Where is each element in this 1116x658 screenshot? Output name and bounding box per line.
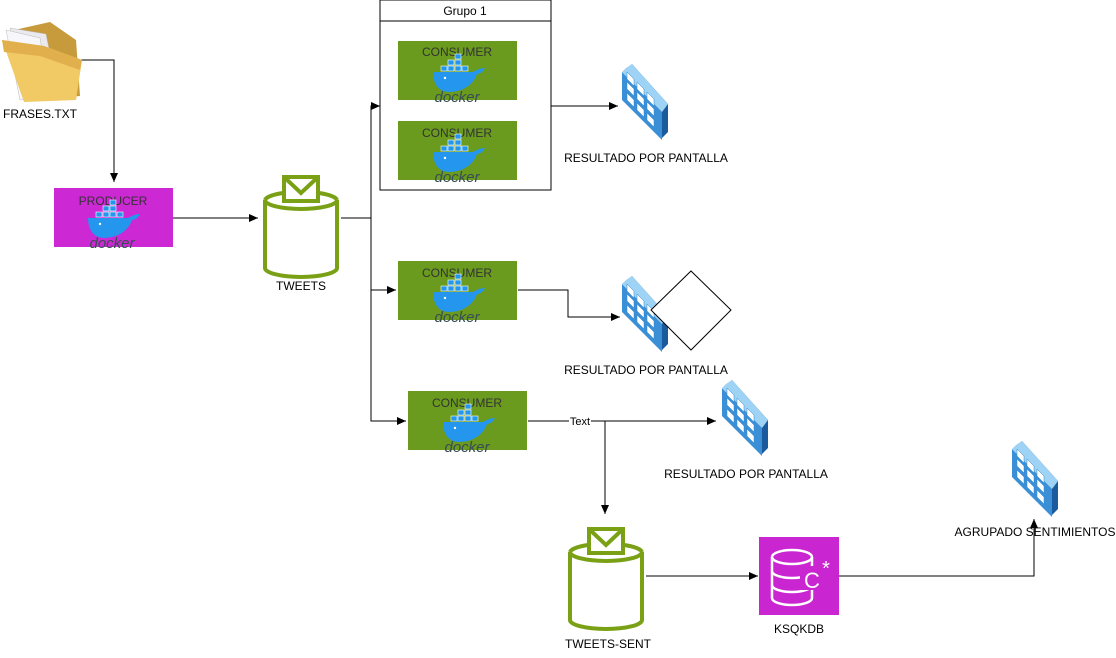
edge-tweets-to-consumer4 [370,290,406,425]
tweets-label: TWEETS [276,279,326,293]
file-node: FRASES.TXT [2,22,82,121]
ksqldb-node: C * KSQKDB [759,537,839,636]
display-icon [1012,441,1058,517]
edge-label-text: Text [570,416,590,428]
ksql-c-glyph: C [804,568,820,593]
result-label-3: RESULTADO POR PANTALLA [664,467,828,481]
consumer-label: CONSUMER [422,126,492,140]
display-icon [722,380,768,456]
folder-icon [2,22,82,102]
kafka-topic-icon [568,527,644,631]
result-label-1: RESULTADO POR PANTALLA [564,151,728,165]
result-label-2: RESULTADO POR PANTALLA [564,363,728,377]
edge-consumer3-to-result2 [518,289,620,321]
consumer-label: CONSUMER [432,396,502,410]
kafka-topic-icon [263,175,339,279]
consumer-node-4: CONSUMER [408,391,527,457]
result-node-2: RESULTADO POR PANTALLA [564,270,732,377]
producer-node: PRODUCER [54,188,173,253]
agg-label: AGRUPADO SENTIMIENTOS [955,525,1116,539]
consumer-node-1: CONSUMER [398,41,517,107]
consumer-node-2: CONSUMER [398,121,517,187]
consumer-label: CONSUMER [422,45,492,59]
group-1-container: Grupo 1 CONSUMER CONSUMER [379,0,552,191]
tweets-sent-label: TWEETS-SENT [565,637,652,651]
consumer-node-3: CONSUMER [398,261,517,327]
edge-file-to-producer [80,59,118,182]
result-node-3: RESULTADO POR PANTALLA [664,380,828,481]
ksqldb-label: KSQKDB [774,622,824,636]
agg-node: AGRUPADO SENTIMIENTOS [955,441,1116,539]
ksql-star-glyph: * [822,558,830,580]
edge-tweets-to-consumer3 [370,218,396,294]
group-title: Grupo 1 [443,4,487,18]
decision-rhombus [650,270,732,351]
edge-ksqldb-to-agg [839,519,1038,577]
edges [80,59,1038,580]
edge-tweets-to-group [341,102,380,219]
consumer-label: CONSUMER [422,266,492,280]
result-node-1: RESULTADO POR PANTALLA [564,64,728,165]
tweets-sent-topic-node: TWEETS-SENT [565,527,652,651]
tweets-topic-node: TWEETS [263,175,339,293]
file-label: FRASES.TXT [3,107,78,121]
display-icon [622,64,668,140]
